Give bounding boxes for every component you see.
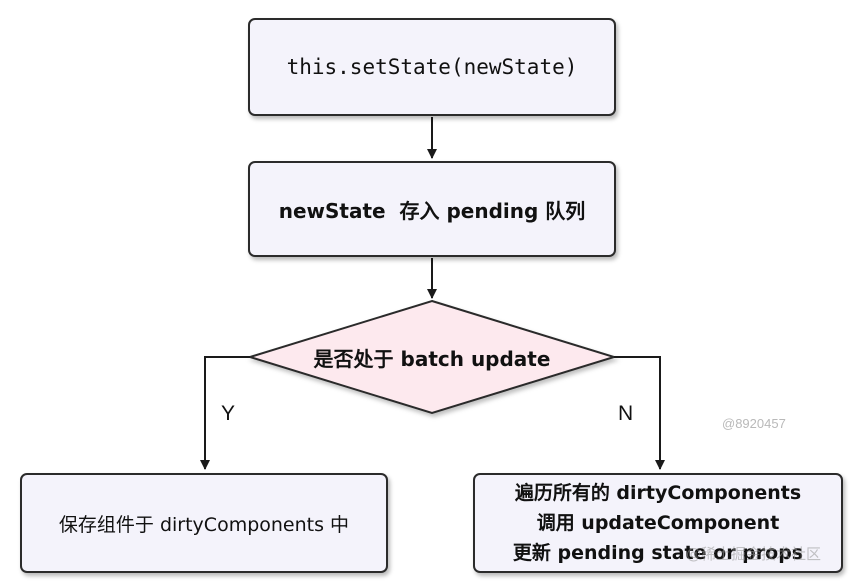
- no-label: N: [618, 402, 634, 425]
- setstate-text: this.setState(newState): [286, 55, 578, 79]
- traverse-node: 遍历所有的 dirtyComponents 调用 updateComponent…: [473, 473, 843, 573]
- yes-label: Y: [221, 402, 236, 425]
- decision-diamond: [246, 299, 618, 415]
- arrow-no-branch: [614, 356, 665, 470]
- save-dirty-node: 保存组件于 dirtyComponents 中: [20, 473, 388, 573]
- setstate-node: this.setState(newState): [248, 18, 616, 116]
- traverse-line-2: 调用 updateComponent: [536, 512, 780, 534]
- traverse-line-1: 遍历所有的 dirtyComponents: [514, 482, 802, 504]
- decision-label: 是否处于 batch update: [313, 346, 551, 371]
- site-watermark: @稀土掘金技术社区: [686, 545, 822, 563]
- save-dirty-text: 保存组件于 dirtyComponents 中: [58, 513, 350, 536]
- store-pending-text: newState 存入 pending 队列: [278, 198, 586, 223]
- traverse-line-3: 更新 pending state or props: [512, 542, 804, 564]
- id-watermark: @8920457: [722, 416, 786, 431]
- arrow-yes-branch: [200, 356, 250, 470]
- store-pending-node: newState 存入 pending 队列: [248, 161, 616, 257]
